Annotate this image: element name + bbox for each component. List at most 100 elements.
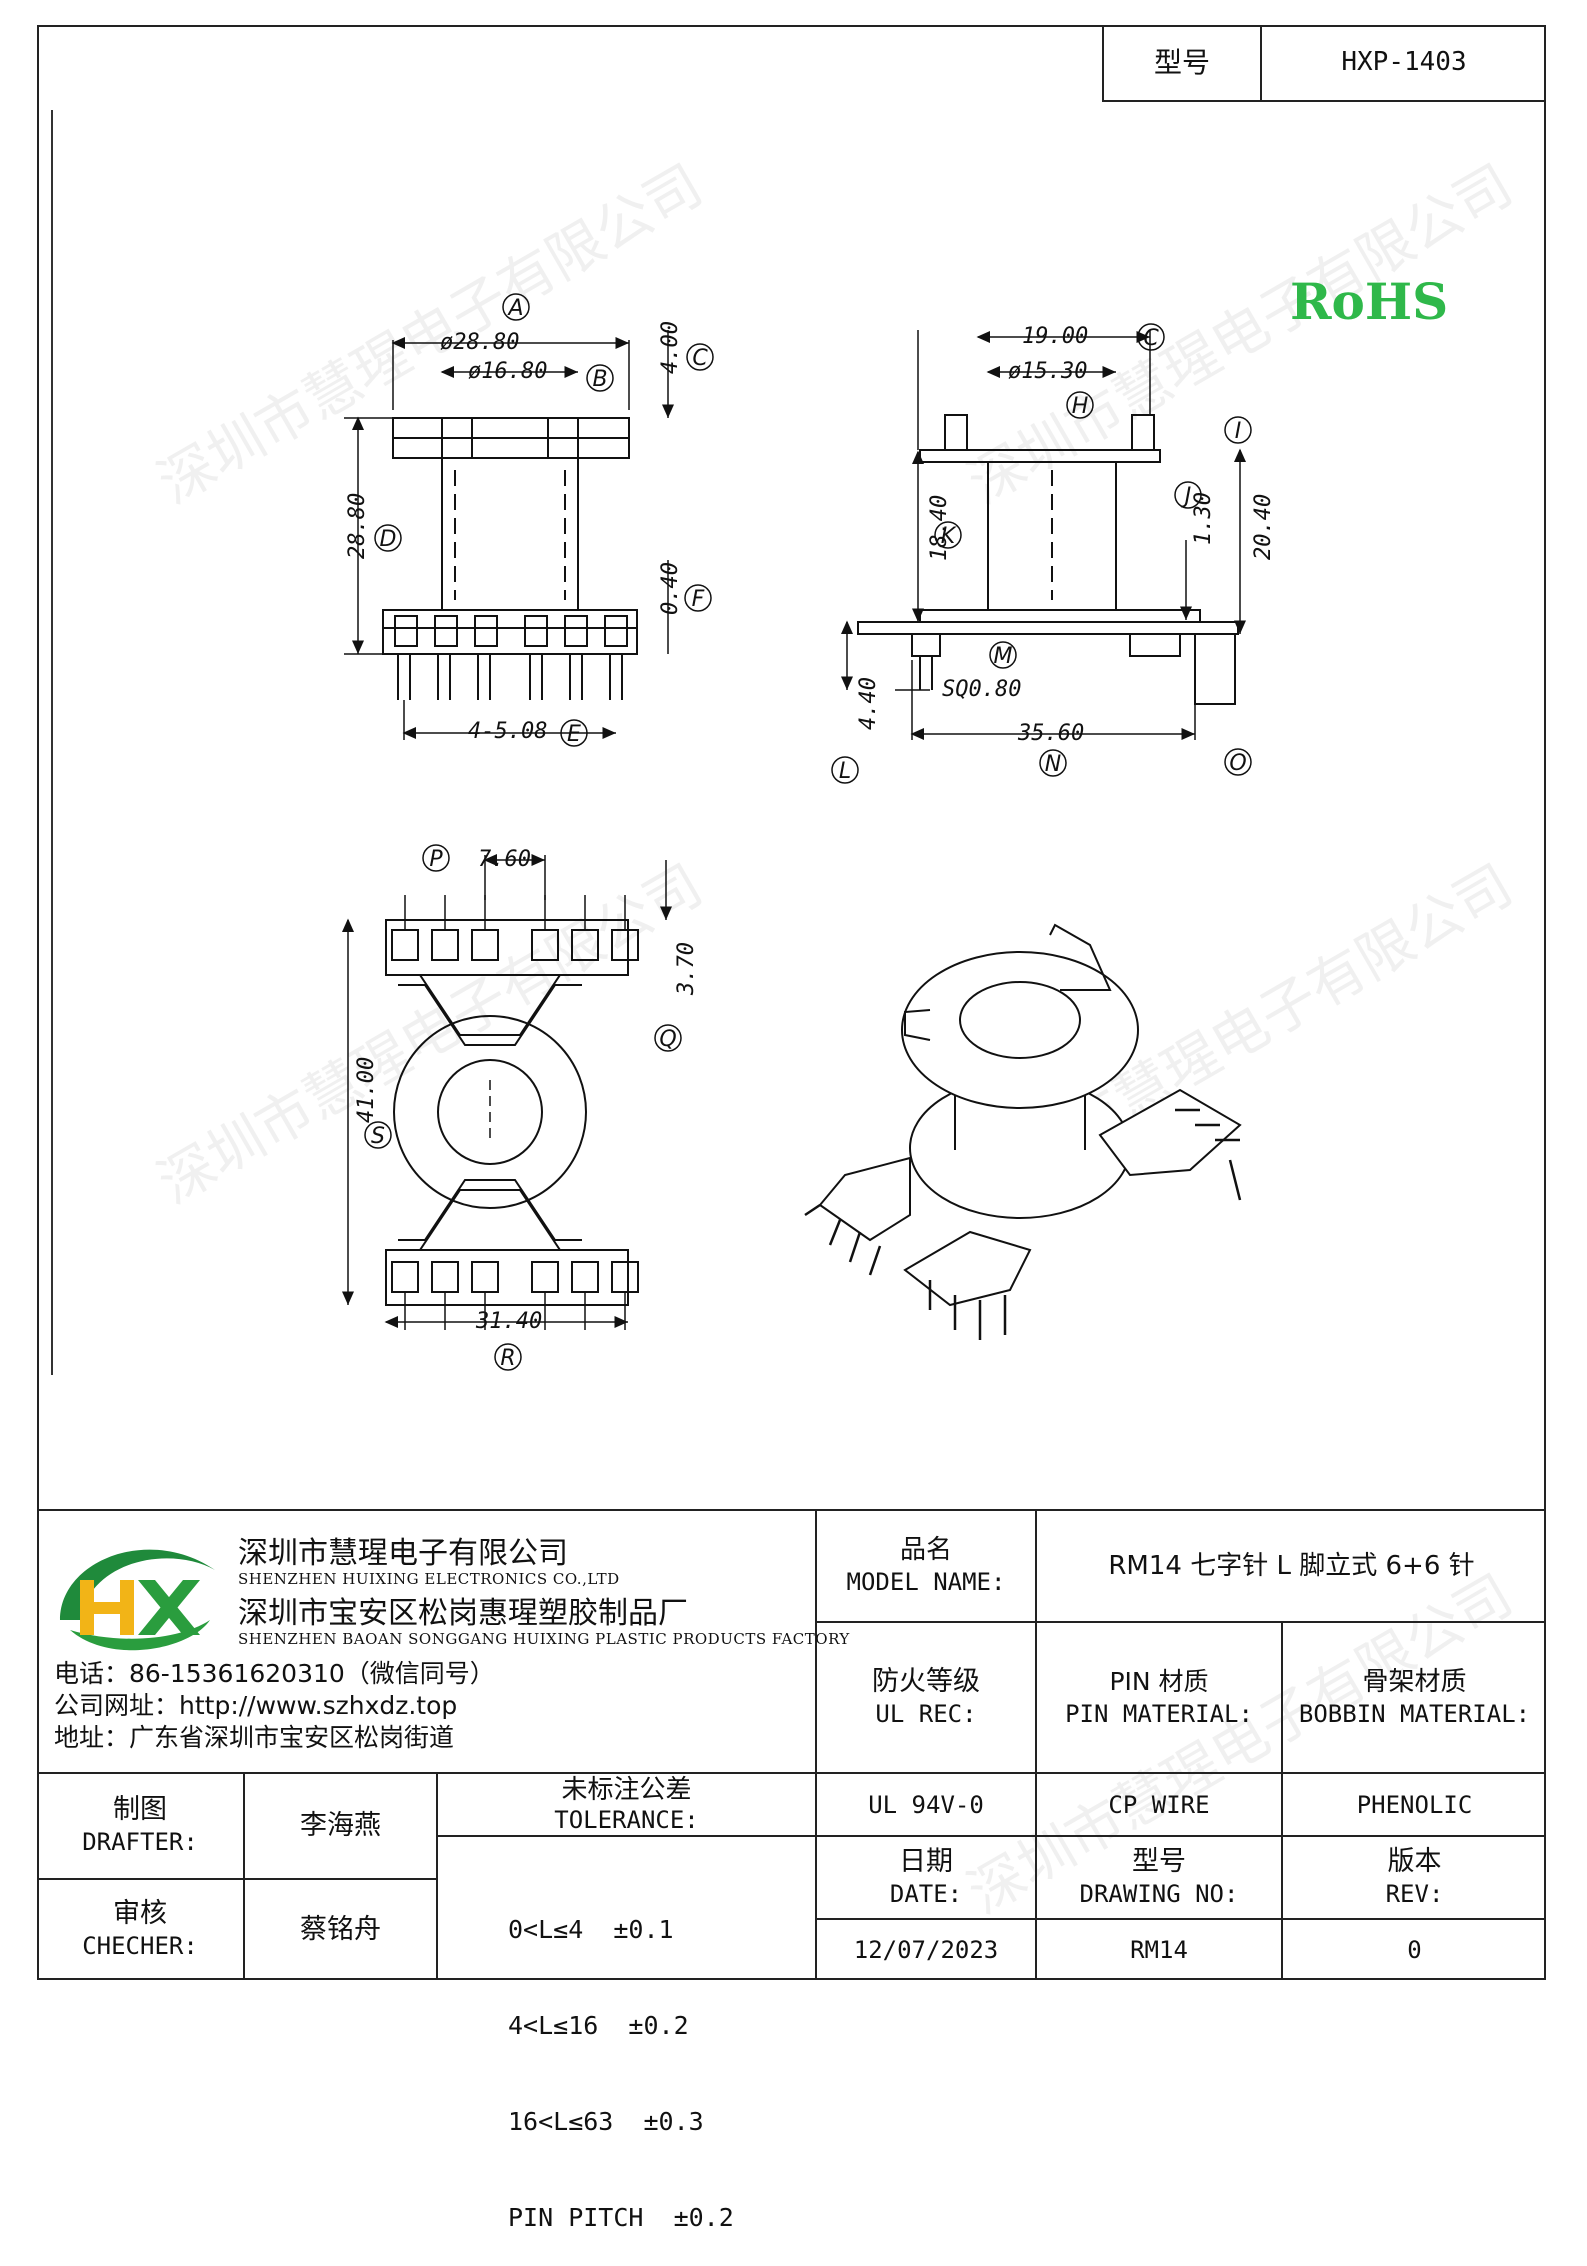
technical-drawing: ø28.80 ø16.80 4.00 28.80 0.40 4-5.08 A B… [342,293,1276,1371]
front-view [344,330,674,740]
contact-address: 地址：广东省深圳市宝安区松岗街道 [54,1723,455,1752]
callout-s: S [371,1124,385,1149]
factory-name-cn: 深圳市宝安区松岗惠瑆塑胶制品厂 [238,1596,688,1631]
bobbin-label: 骨架材质 BOBBIN MATERIAL: [1283,1623,1546,1772]
bobbin-value: PHENOLIC [1356,1790,1473,1819]
dim-q: 3.70 [674,942,699,996]
tolerance-item: PIN PITCH ±0.2 [508,2203,734,2232]
ul-cn: 防火等级 [872,1665,980,1697]
front-view-dimensions: ø28.80 ø16.80 4.00 28.80 0.40 4-5.08 [345,321,683,744]
tb-line [437,1835,1546,1837]
callout-o: O [1229,751,1246,776]
tb-line [815,1621,1546,1623]
rohs-badge: RoHS [1290,272,1449,331]
checker-label: 审核 CHECHER: [37,1880,243,1980]
dim-b: ø16.80 [468,359,547,384]
ul-label: 防火等级 UL REC: [817,1623,1035,1772]
bottom-view-dimensions: 7.60 3.70 41.00 31.40 [354,847,699,1334]
tb-line [243,1772,245,1980]
ul-value: UL 94V-0 [868,1790,984,1819]
callout-d: D [380,527,397,552]
side-view [841,330,1246,740]
checker-value: 蔡铭舟 [300,1914,381,1945]
callout-q: Q [659,1027,676,1052]
drafter-value: 李海燕 [300,1810,381,1841]
drawing-value: RM14 [1130,1936,1188,1964]
bobbin-cn: 骨架材质 [1362,1666,1467,1697]
date-en: DATE: [889,1879,963,1908]
rev-en: REV: [1385,1879,1444,1908]
model-name-value: RM14 七字针 L 脚立式 6+6 针 [1108,1551,1475,1581]
dim-r: 31.40 [475,1309,542,1334]
callout-h: H [1072,394,1089,419]
callout-p: P [429,847,443,872]
tolerance-en: TOLERANCE: [554,1805,699,1834]
dim-f: 0.40 [658,562,683,615]
drawing-frame [37,25,1546,1980]
callout-a: A [506,296,523,321]
tolerance-item: 0<L≤4 ±0.1 [508,1915,674,1944]
dim-p: 7.60 [478,847,531,872]
contact-website: 公司网址：http://www.szhxdz.top [54,1691,458,1720]
drafter-en: DRAFTER: [82,1828,198,1856]
dim-d: 28.80 [345,493,370,559]
pin-value: CP WIRE [1108,1790,1210,1819]
callout-r: R [500,1346,515,1371]
dim-m: SQ0.80 [942,677,1021,702]
tolerance-item: 16<L≤63 ±0.3 [508,2107,704,2136]
contact-phone: 电话：86-15361620310（微信同号） [54,1659,495,1688]
pin-cn: PIN 材质 [1109,1666,1209,1696]
company-name-en: SHENZHEN HUIXING ELECTRONICS CO.,LTD [238,1570,620,1588]
dim-k: 18.40 [927,495,952,561]
front-view-callout-letters: A B C D E F [380,296,709,747]
margin-line [51,110,53,1375]
tb-line [815,1509,817,1980]
callout-f: F [692,587,705,612]
dim-j: 1.30 [1191,492,1216,545]
tolerance-item: 4<L≤16 ±0.2 [508,2011,689,2040]
callout-n: N [1045,752,1061,777]
callout-m: M [994,644,1013,669]
dim-e: 4-5.08 [468,719,547,744]
tb-line [1035,1509,1037,1980]
isometric-view [804,923,1242,1340]
drafter-cn: 制图 [113,1794,167,1825]
tolerance-list: 0<L≤4 ±0.1 4<L≤16 ±0.2 16<L≤63 ±0.3 PIN … [508,1850,734,2266]
tb-line [815,1918,1546,1920]
title-block [37,1509,1546,1982]
tolerance-cn: 未标注公差 [561,1774,692,1805]
model-name-en: MODEL NAME: [846,1568,1006,1596]
company-name-cn: 深圳市慧瑆电子有限公司 [238,1536,568,1571]
drafter-label: 制图 DRAFTER: [37,1774,243,1878]
callout-l: L [839,759,851,784]
header-model-value: HXP-1403 [1341,47,1467,77]
rev-cn: 版本 [1387,1845,1442,1877]
header-model-box: 型号 HXP-1403 [1102,25,1546,102]
drawing-cn: 型号 [1132,1845,1186,1877]
dim-c: 4.00 [658,321,683,374]
side-view-callouts [831,323,1252,784]
side-view-dimensions: 19.00 ø15.30 18.40 1.30 20.40 SQ0.80 4.4… [856,324,1276,746]
tolerance-label: 未标注公差 TOLERANCE: [438,1774,815,1835]
rev-value: 0 [1407,1936,1422,1964]
bottom-view-callout-letters: P Q R S [371,847,677,1371]
tb-line [436,1772,438,1980]
bottom-view-callouts [364,844,682,1371]
dim-i: 20.40 [1251,494,1276,560]
front-view-callouts [374,293,714,747]
dim-n: 35.60 [1017,721,1084,746]
dim-l: 4.40 [856,677,881,730]
bottom-view [342,854,672,1330]
callout-c2: C [1143,326,1159,351]
checker-cn: 审核 [113,1898,167,1929]
pin-en: PIN MATERIAL: [1065,1699,1253,1728]
checker-en: CHECHER: [82,1932,198,1960]
bobbin-en: BOBBIN MATERIAL: [1298,1699,1531,1728]
logo-swoosh [60,1549,215,1620]
callout-j: J [1181,484,1192,509]
tb-line [1281,1621,1283,1980]
dim-a: ø28.80 [440,330,519,355]
dim-side-top: 19.00 [1022,324,1088,349]
drawing-en: DRAWING NO: [1079,1879,1239,1908]
factory-name-en: SHENZHEN BAOAN SONGGANG HUIXING PLASTIC … [238,1630,850,1648]
